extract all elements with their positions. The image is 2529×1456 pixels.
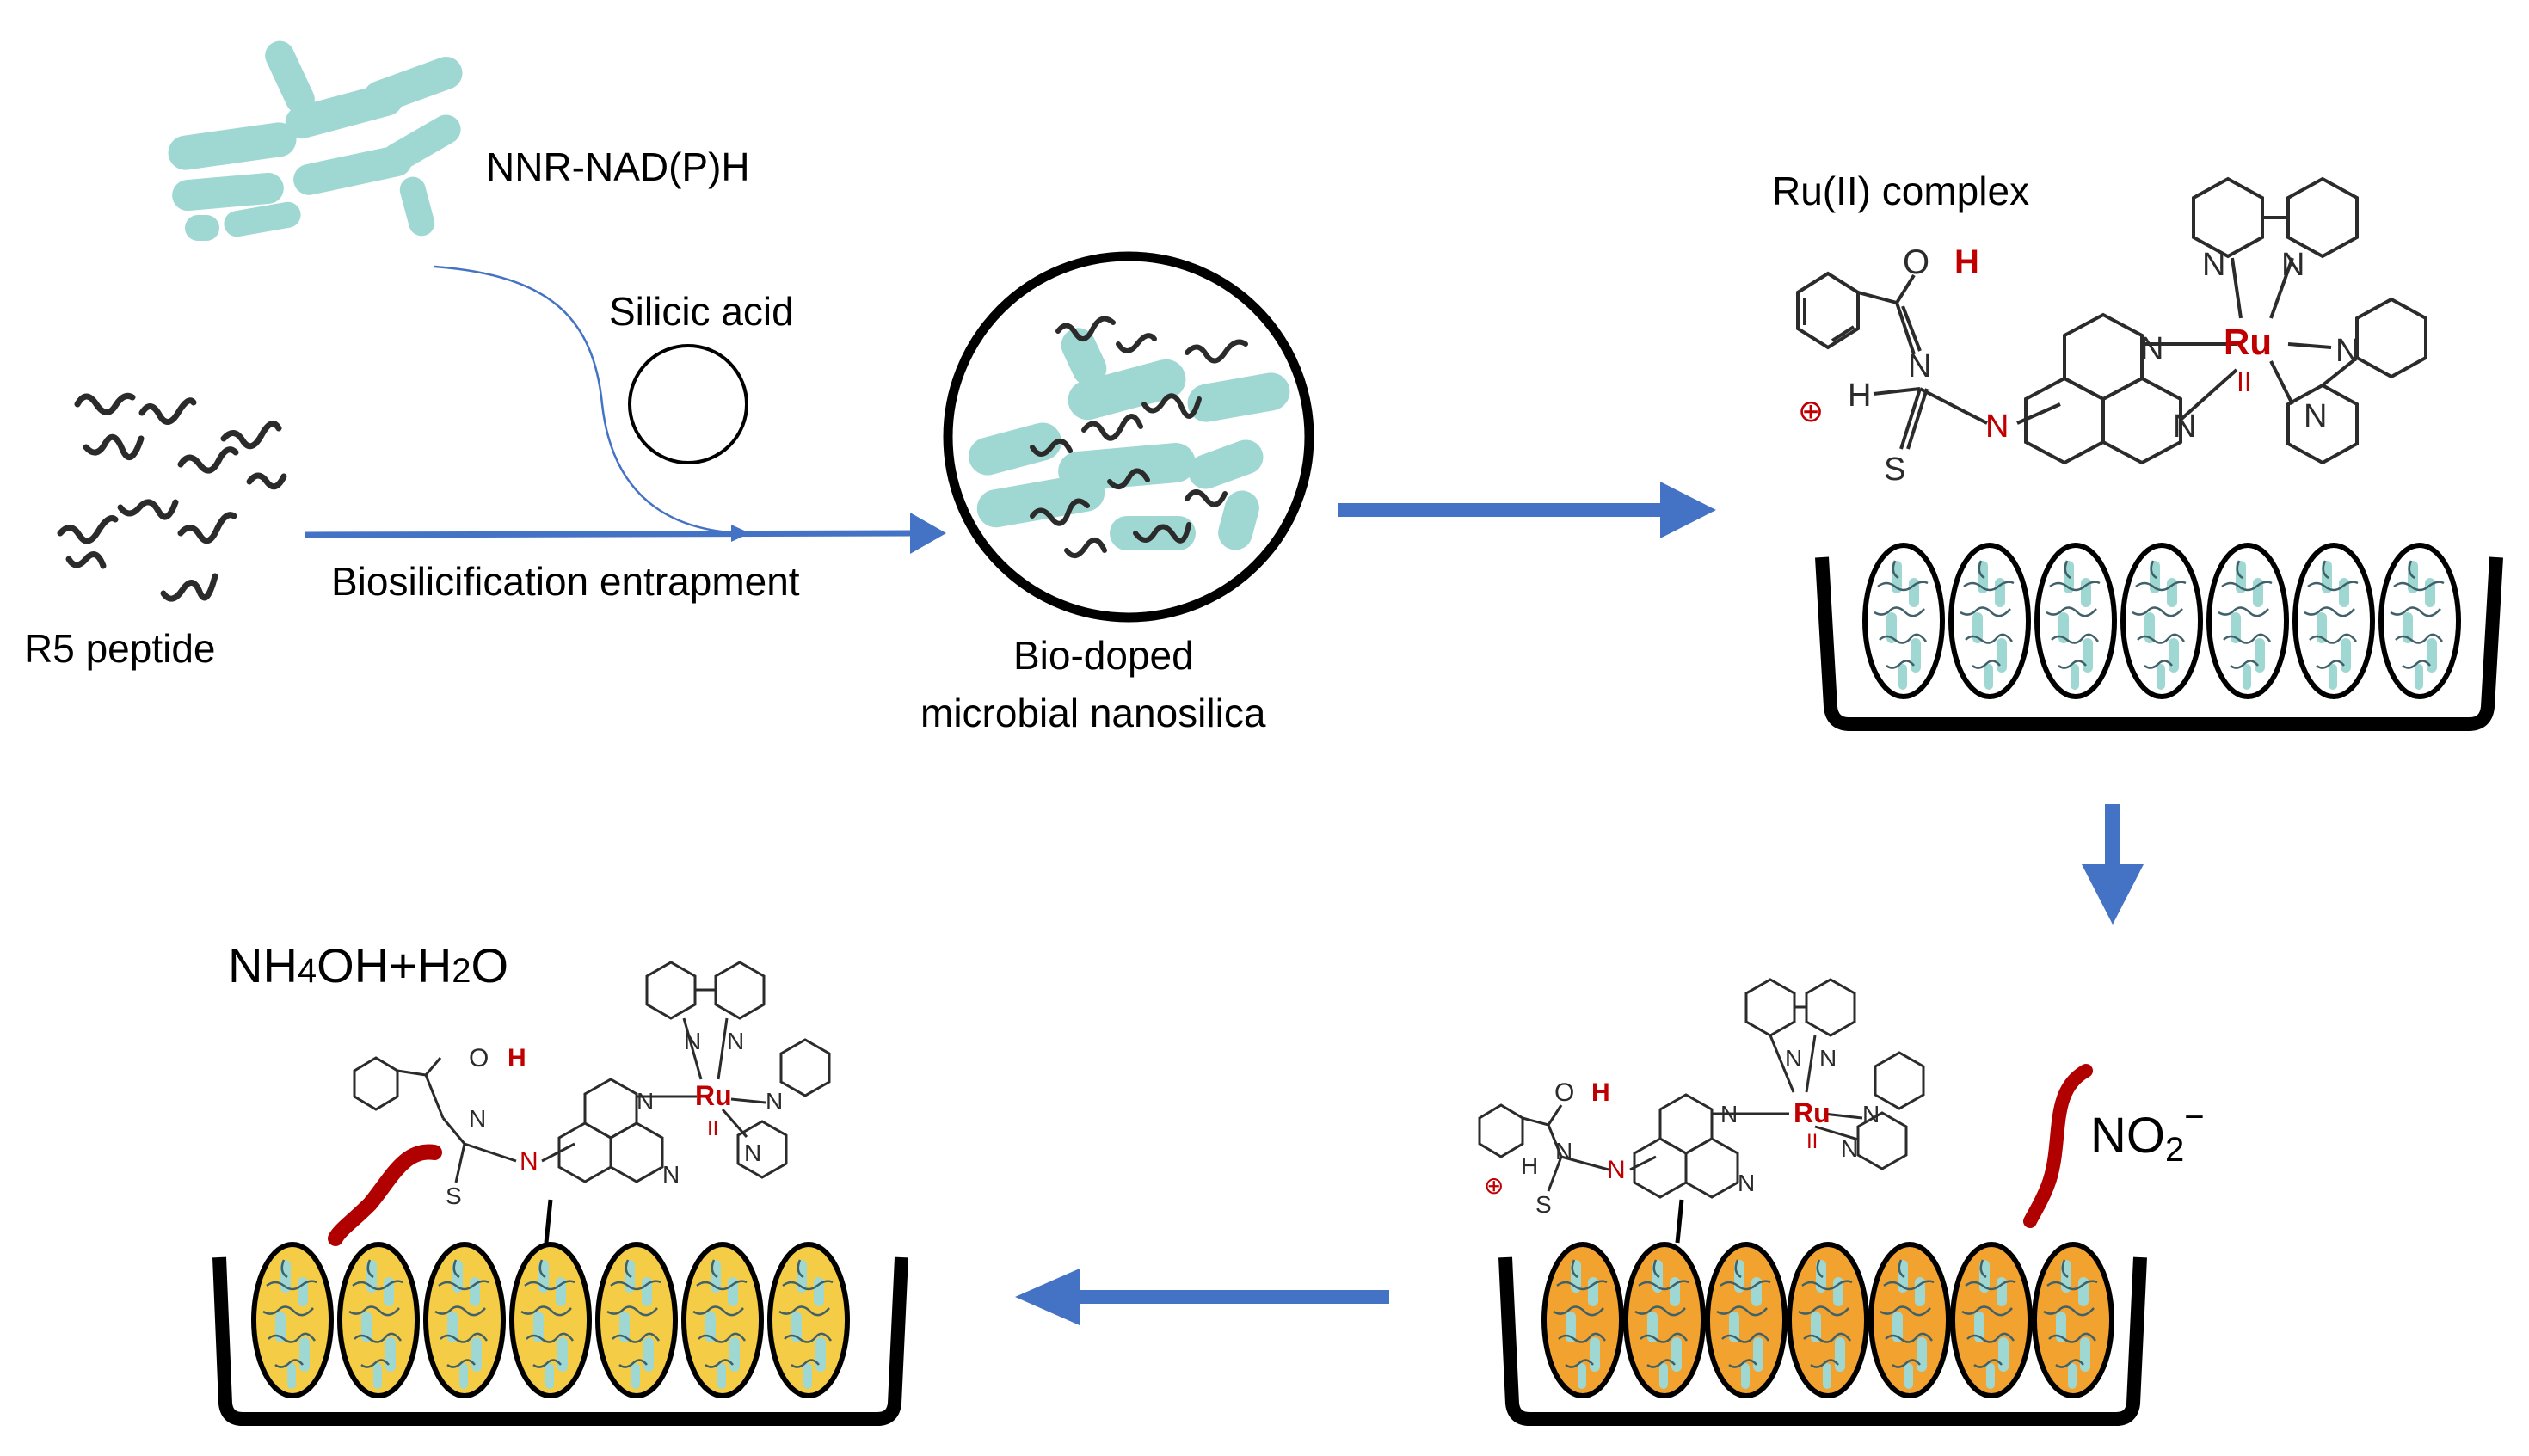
svg-text:N: N <box>1819 1045 1837 1072</box>
svg-text:II: II <box>1806 1130 1818 1153</box>
svg-text:N: N <box>469 1105 486 1132</box>
svg-text:N: N <box>2140 331 2163 367</box>
nnr-label: NNR-NAD(P)H <box>486 144 750 189</box>
svg-text:N: N <box>1720 1101 1738 1127</box>
biodoped-nanosilica-sphere <box>943 251 1314 623</box>
svg-text:N: N <box>766 1088 783 1115</box>
svg-text:⊕: ⊕ <box>1484 1172 1504 1199</box>
nnr-bacteria-cluster <box>168 40 463 241</box>
entrapment-arrowhead <box>910 513 946 554</box>
entrapment-arrow <box>305 530 913 538</box>
sensor-tray-bottom-left <box>212 1242 908 1426</box>
product-label: NH4OH+H2O <box>228 938 508 992</box>
svg-text:N: N <box>2335 333 2359 369</box>
svg-text:N: N <box>1607 1156 1626 1184</box>
svg-text:N: N <box>1841 1135 1858 1162</box>
svg-text:N: N <box>1908 348 1931 384</box>
svg-text:N: N <box>727 1028 744 1054</box>
svg-text:II: II <box>707 1117 718 1140</box>
svg-text:N: N <box>2304 398 2327 434</box>
svg-text:S: S <box>1535 1191 1552 1218</box>
svg-text:N: N <box>2202 247 2225 283</box>
svg-text:⊕: ⊕ <box>1798 393 1824 428</box>
r5-peptide-cluster <box>57 392 287 602</box>
svg-text:H: H <box>1591 1078 1610 1107</box>
nnr-flow-curve <box>434 265 741 535</box>
svg-text:Ru: Ru <box>1794 1097 1831 1128</box>
svg-text:N: N <box>1555 1138 1572 1164</box>
reduction-arrowhead <box>1015 1269 1080 1325</box>
svg-text:N: N <box>662 1161 680 1188</box>
svg-text:N: N <box>1785 1045 1802 1072</box>
svg-text:O: O <box>469 1044 489 1072</box>
sensor-tray-top-right <box>1815 543 2503 731</box>
svg-text:N: N <box>684 1028 701 1054</box>
svg-text:N: N <box>1862 1101 1880 1127</box>
nitrite-label: NO2− <box>2090 1098 2205 1169</box>
svg-text:Ru: Ru <box>695 1080 732 1111</box>
ru-complex-labels-bottom-left: O H N S N N N Ru II N N N N <box>446 1028 783 1209</box>
svg-text:N: N <box>1985 409 2009 445</box>
reduced-nitrite-strand <box>328 1144 442 1246</box>
sensor-tray-bottom-right <box>1498 1242 2147 1426</box>
svg-text:N: N <box>2281 247 2304 283</box>
ru-complex-structure-top <box>1796 176 2427 465</box>
biodoped-label-line2: microbial nanosilica <box>920 691 1266 735</box>
silicic-acid-label: Silicic acid <box>609 289 794 334</box>
svg-text:N: N <box>520 1147 538 1176</box>
svg-text:Ru: Ru <box>2224 322 2272 362</box>
biodoped-label-line1: Bio-doped <box>1013 633 1194 678</box>
ru-complex-label: Ru(II) complex <box>1772 169 2029 213</box>
ru-complex-structure-bottom-left <box>353 961 831 1244</box>
functionalization-arrowhead <box>1660 482 1716 538</box>
svg-text:H: H <box>508 1044 526 1072</box>
ru-complex-structure-bottom-right <box>1478 978 1925 1244</box>
down-arrowhead <box>2082 864 2144 925</box>
ru-complex-labels-top: O H N H ⊕ S N N N Ru II N N N N <box>1798 243 2359 488</box>
silicic-acid-circle <box>628 344 748 464</box>
svg-text:N: N <box>744 1140 761 1166</box>
svg-text:O: O <box>1903 243 1929 281</box>
svg-text:S: S <box>1884 452 1905 488</box>
entrapment-label: Biosilicification entrapment <box>331 559 800 604</box>
svg-text:S: S <box>446 1183 462 1209</box>
svg-text:H: H <box>1954 243 1979 281</box>
ru-complex-labels-bottom-right: O H N H ⊕ S N N N Ru II N N N N <box>1484 1045 1880 1218</box>
svg-text:N: N <box>2173 409 2196 445</box>
svg-text:N: N <box>637 1088 654 1115</box>
nitrite-strand <box>2023 1064 2093 1228</box>
r5-peptide-label: R5 peptide <box>24 626 216 671</box>
svg-text:II: II <box>2237 366 2252 397</box>
svg-text:H: H <box>1848 378 1871 414</box>
svg-text:H: H <box>1521 1152 1538 1179</box>
svg-text:N: N <box>1738 1170 1755 1196</box>
svg-text:O: O <box>1554 1078 1574 1107</box>
